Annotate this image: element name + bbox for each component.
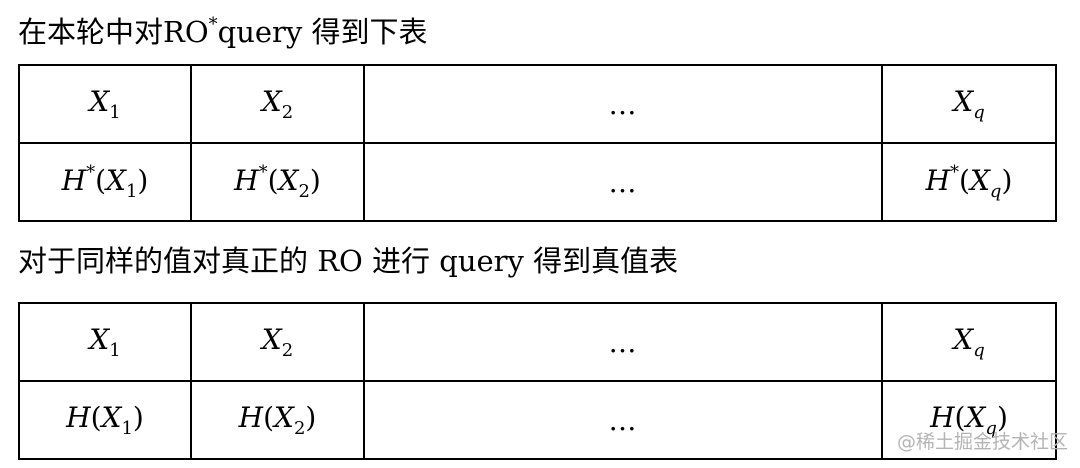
table-header-row: X1 X2 … Xq [18,64,1057,144]
table-cell-xq: Xq [881,64,1057,144]
caption-star-superscript: * [208,14,218,35]
table-cell-hstar-x2: H*(X2) [190,142,365,222]
caption-query-table-prefix: 在本轮中对RO [18,15,209,49]
table-cell-x1: X1 [18,302,192,382]
table-row: H*(X1) H*(X2) … H*(Xq) [18,142,1057,222]
table-row: H(X1) H(X2) … H(Xq) [18,380,1057,460]
table-cell-x2: X2 [190,64,365,144]
table-cell-h-xq: H(Xq) [881,380,1057,460]
table-cell-ellipsis: … [363,142,883,222]
table-cell-ellipsis: … [363,64,883,144]
table-cell-hstar-x1: H*(X1) [18,142,192,222]
table-cell-x2: X2 [190,302,365,382]
table-cell-xq: Xq [881,302,1057,382]
caption-query-table: 在本轮中对RO*query 得到下表 [18,8,428,49]
table-cell-h-x2: H(X2) [190,380,365,460]
caption-truth-table: 对于同样的值对真正的 RO 进行 query 得到真值表 [18,244,679,278]
caption-query-table-suffix: query 得到下表 [217,15,428,49]
watermark: @稀土掘金技术社区 [896,431,1068,453]
table-cell-hstar-xq: H*(Xq) [881,142,1057,222]
truth-values-table: X1 X2 … Xq H(X1) H(X2) … H(Xq) [18,302,1057,460]
table-cell-h-x1: H(X1) [18,380,192,460]
table-header-row: X1 X2 … Xq [18,302,1057,382]
query-results-table: X1 X2 … Xq H*(X1) H*(X2) … H*(Xq) [18,64,1057,222]
table-cell-ellipsis: … [363,380,883,460]
table-cell-x1: X1 [18,64,192,144]
table-cell-ellipsis: … [363,302,883,382]
